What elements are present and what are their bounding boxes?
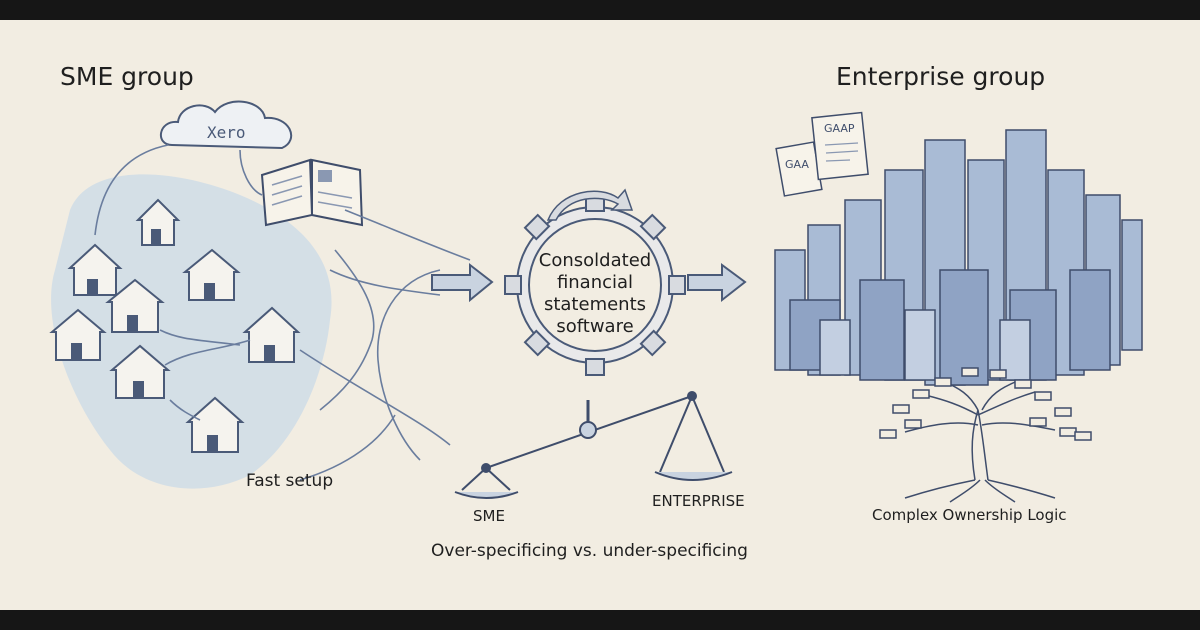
xero-label: Xero (207, 123, 246, 142)
software-label: Consoldated financial statements softwar… (520, 250, 670, 338)
cycle-arrow-icon (546, 188, 634, 221)
software-line-1: Consoldated (538, 250, 652, 271)
house-icon (105, 278, 165, 333)
house-icon (67, 243, 123, 296)
scale-sme-label: SME (473, 507, 505, 525)
software-line-3: statements (543, 294, 647, 315)
over-under-caption: Over-specificing vs. under-specificing (431, 541, 748, 561)
flow-arrows (94, 144, 471, 481)
sme-group-title: SME group (60, 62, 194, 91)
arrow-to-software (431, 262, 494, 303)
ledger-book-icon (260, 158, 364, 227)
sketch-art: GAAP GAA (49, 100, 1143, 503)
fast-setup-label: Fast setup (246, 471, 334, 491)
building-cluster (774, 129, 1143, 386)
complex-ownership-label: Complex Ownership Logic (872, 506, 1067, 524)
house-icon (49, 308, 107, 361)
software-line-2: financial (556, 272, 634, 293)
house-icon (185, 396, 245, 453)
house-icons (49, 198, 301, 453)
scale-enterprise-label: ENTERPRISE (652, 492, 745, 510)
arrow-to-enterprise (687, 263, 747, 303)
balance-scale-icon (454, 391, 733, 499)
gaap-label: GAAP (824, 122, 855, 135)
gaap-document-icons: GAAP GAA (775, 111, 869, 197)
house-icon (109, 344, 171, 399)
house-icon (242, 306, 301, 363)
house-icon (182, 248, 241, 301)
enterprise-group-title: Enterprise group (836, 62, 1046, 91)
gear-icon (504, 194, 686, 376)
sme-wash (51, 174, 332, 489)
cloud-icon (160, 100, 293, 150)
gaa-label: GAA (785, 158, 809, 171)
software-line-4: software (556, 316, 634, 337)
diagram-canvas: GAAP GAA (0, 20, 1200, 610)
ownership-tree-icon (879, 367, 1092, 503)
house-icon (135, 198, 181, 246)
